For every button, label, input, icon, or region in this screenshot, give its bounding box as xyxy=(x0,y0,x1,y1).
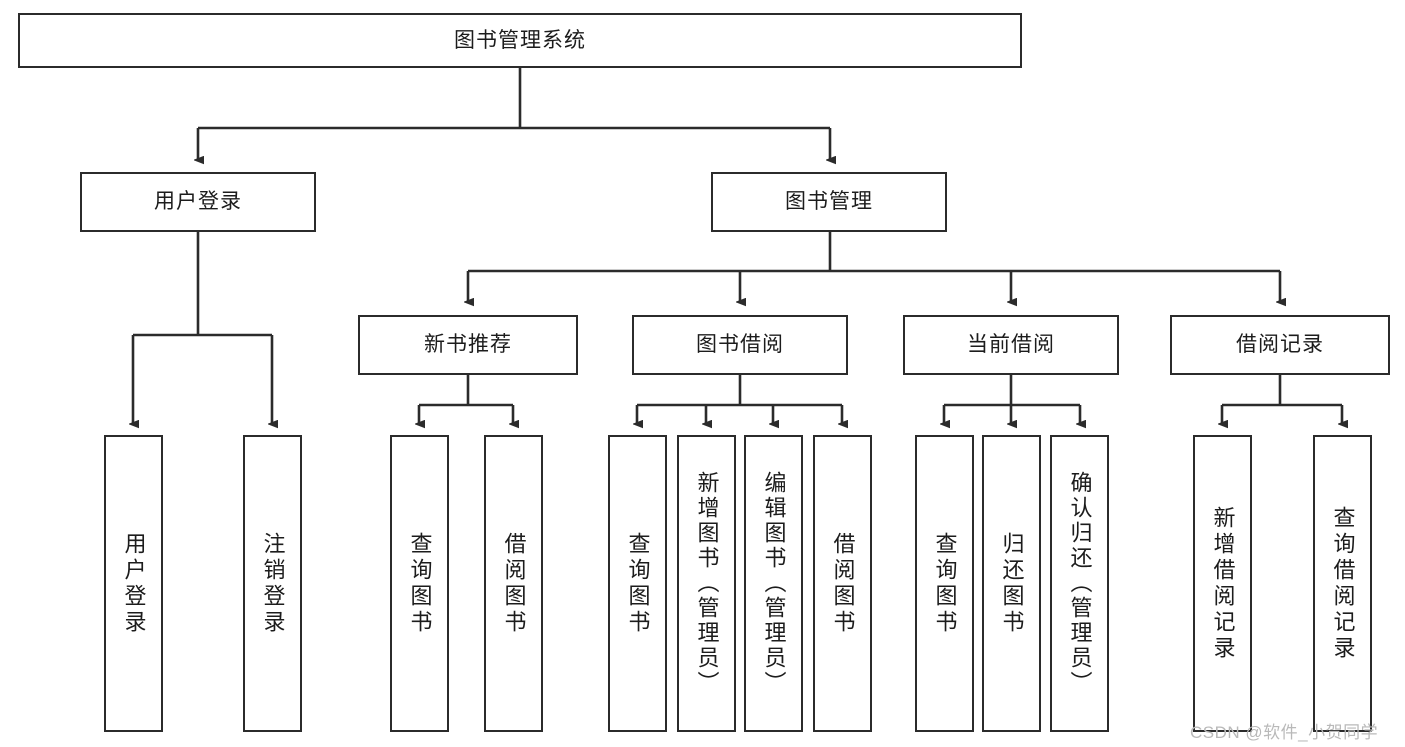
leaf-current-borrow-query[interactable]: 查询图书 xyxy=(915,435,974,732)
node-root-book-management-system[interactable]: 图书管理系统 xyxy=(18,13,1022,68)
leaf-borrow-record-add[interactable]: 新增借阅记录 xyxy=(1193,435,1252,732)
leaf-book-borrow-borrow[interactable]: 借阅图书 xyxy=(813,435,872,732)
node-label: 查询借阅记录 xyxy=(1330,505,1356,662)
node-label: 图书借阅 xyxy=(696,333,784,357)
node-label: 查询图书 xyxy=(407,531,433,636)
leaf-new-book-borrow[interactable]: 借阅图书 xyxy=(484,435,543,732)
leaf-current-borrow-return[interactable]: 归还图书 xyxy=(982,435,1041,732)
node-book-management[interactable]: 图书管理 xyxy=(711,172,947,232)
watermark: CSDN @软件_小贺同学 xyxy=(1190,723,1379,742)
node-label: 当前借阅 xyxy=(967,333,1055,357)
node-label: 确认归还（管理员） xyxy=(1067,471,1093,696)
node-label: 借阅图书 xyxy=(830,531,856,636)
leaf-user-login-login[interactable]: 用户登录 xyxy=(104,435,163,732)
node-borrow-record[interactable]: 借阅记录 xyxy=(1170,315,1390,375)
node-label: 图书管理 xyxy=(785,190,873,214)
leaf-borrow-record-query[interactable]: 查询借阅记录 xyxy=(1313,435,1372,732)
node-current-borrow[interactable]: 当前借阅 xyxy=(903,315,1119,375)
leaf-book-borrow-query[interactable]: 查询图书 xyxy=(608,435,667,732)
leaf-book-borrow-add[interactable]: 新增图书（管理员） xyxy=(677,435,736,732)
node-label: 查询图书 xyxy=(932,531,958,636)
node-user-login[interactable]: 用户登录 xyxy=(80,172,316,232)
leaf-current-borrow-confirm-return[interactable]: 确认归还（管理员） xyxy=(1050,435,1109,732)
node-label: 新书推荐 xyxy=(424,333,512,357)
node-label: 图书管理系统 xyxy=(454,28,586,52)
node-book-borrow[interactable]: 图书借阅 xyxy=(632,315,848,375)
node-label: 新增借阅记录 xyxy=(1210,505,1236,662)
node-label: 新增图书（管理员） xyxy=(694,471,720,696)
node-new-book-recommend[interactable]: 新书推荐 xyxy=(358,315,578,375)
leaf-user-login-logout[interactable]: 注销登录 xyxy=(243,435,302,732)
node-label: 归还图书 xyxy=(999,531,1025,636)
node-label: 查询图书 xyxy=(625,531,651,636)
leaf-new-book-query[interactable]: 查询图书 xyxy=(390,435,449,732)
node-label: 借阅图书 xyxy=(501,531,527,636)
node-label: 借阅记录 xyxy=(1236,333,1324,357)
node-label: 用户登录 xyxy=(154,190,242,214)
node-label: 编辑图书（管理员） xyxy=(761,471,787,696)
node-label: 注销登录 xyxy=(260,531,286,636)
leaf-book-borrow-edit[interactable]: 编辑图书（管理员） xyxy=(744,435,803,732)
node-label: 用户登录 xyxy=(121,531,147,636)
